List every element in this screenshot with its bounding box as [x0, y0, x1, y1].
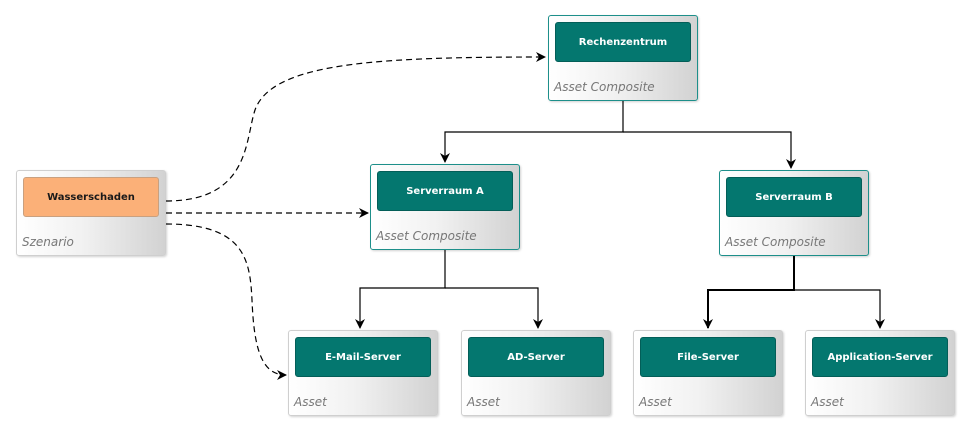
- edge-scenario-email-server: [165, 223, 287, 380]
- edge-serverraum-b-application-server: [794, 289, 885, 329]
- application-server-type: Asset: [811, 395, 844, 409]
- rechenzentrum-label: Rechenzentrum: [555, 22, 691, 62]
- serverraum-a-node[interactable]: Serverraum A Asset Composite: [370, 164, 520, 250]
- file-server-node[interactable]: File-Server Asset: [633, 330, 783, 416]
- ad-server-node[interactable]: AD-Server Asset: [461, 330, 611, 416]
- serverraum-a-type: Asset Composite: [376, 229, 477, 243]
- edge-rechenzentrum-serverraum-a: [440, 101, 624, 163]
- rechenzentrum-type: Asset Composite: [554, 80, 655, 94]
- file-server-label: File-Server: [640, 337, 776, 377]
- email-server-type: Asset: [294, 395, 327, 409]
- file-server-type: Asset: [639, 395, 672, 409]
- ad-server-label: AD-Server: [468, 337, 604, 377]
- application-server-label: Application-Server: [812, 337, 948, 377]
- edge-scenario-rechenzentrum: [165, 52, 546, 202]
- rechenzentrum-node[interactable]: Rechenzentrum Asset Composite: [548, 15, 698, 101]
- application-server-node[interactable]: Application-Server Asset: [805, 330, 955, 416]
- scenario-label: Wasserschaden: [23, 177, 159, 217]
- serverraum-b-node[interactable]: Serverraum B Asset Composite: [719, 170, 869, 256]
- serverraum-b-type: Asset Composite: [725, 235, 826, 249]
- ad-server-type: Asset: [467, 395, 500, 409]
- scenario-type: Szenario: [22, 235, 74, 249]
- serverraum-a-label: Serverraum A: [377, 171, 513, 211]
- edge-serverraum-a-ad-server: [445, 287, 543, 329]
- email-server-node[interactable]: E-Mail-Server Asset: [288, 330, 438, 416]
- edge-rechenzentrum-serverraum-b: [623, 131, 796, 169]
- edge-serverraum-a-email-server: [355, 249, 446, 329]
- edge-serverraum-b-file-server: [703, 255, 795, 329]
- scenario-node[interactable]: Wasserschaden Szenario: [16, 170, 166, 256]
- email-server-label: E-Mail-Server: [295, 337, 431, 377]
- serverraum-b-label: Serverraum B: [726, 177, 862, 217]
